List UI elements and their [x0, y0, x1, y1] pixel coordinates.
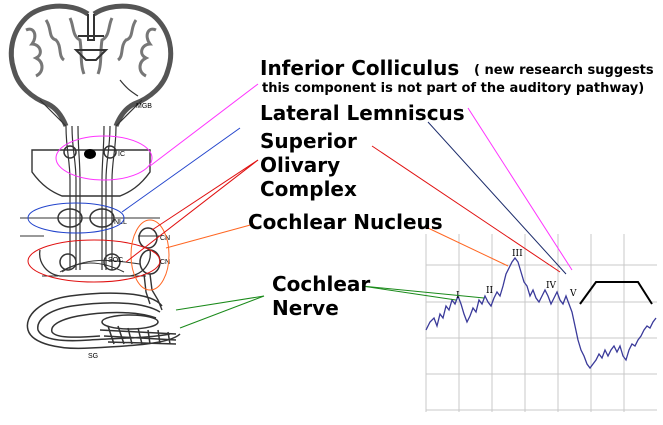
peak-i-label: I	[456, 291, 460, 301]
inferior-colliculus-label: Inferior Colliculus	[260, 56, 460, 80]
soc-label-line2: Olivary	[260, 153, 341, 177]
peak-iii-label: III	[512, 249, 523, 259]
medulla	[39, 249, 151, 277]
ic-note-line2: this component is not part of the audito…	[262, 81, 645, 96]
ll-connector-right	[427, 121, 567, 275]
ic-connector-right	[467, 107, 573, 271]
peak-v-label: V	[569, 289, 577, 299]
nerve-connector-right-b	[361, 285, 485, 299]
abr-waveform-trace	[425, 256, 657, 370]
brain-anatomy	[8, 3, 181, 350]
cn-connector-right	[427, 227, 509, 267]
cerebrum-outline	[8, 3, 174, 127]
cn-upper-label: CN	[160, 235, 170, 242]
cn-lower-label: CN	[160, 259, 170, 266]
peak-iv-label: IV	[546, 281, 557, 291]
abr-grid	[425, 234, 657, 412]
cochlear-nucleus-label: Cochlear Nucleus	[248, 210, 443, 234]
cn-connector-left	[165, 223, 255, 249]
ll-highlight-ellipse	[27, 202, 125, 234]
pons	[20, 208, 160, 237]
ic-highlight-ellipse	[55, 135, 153, 181]
cochlea-anatomy	[26, 292, 181, 350]
mgb-label: MGB	[136, 103, 152, 110]
soc-connector-right	[371, 145, 561, 273]
soc-label: SOC	[108, 257, 123, 264]
peak-ii-label: II	[486, 286, 494, 296]
soc-connector-left-b	[151, 159, 259, 231]
soc-highlight-ellipse	[27, 239, 161, 283]
ic-connector-left	[149, 83, 259, 167]
soc-label-line3: Complex	[260, 177, 357, 201]
cochlear-nerve-label-line1: Cochlear	[272, 272, 371, 296]
cochlear-nerve-label-line2: Nerve	[272, 296, 339, 320]
soc-connector-left-a	[125, 159, 259, 263]
ic-note-line1: ( new research suggests	[474, 63, 654, 78]
stimulus-bracket	[579, 281, 653, 305]
nerve-connector-left-a	[175, 295, 265, 311]
cn-highlight-ellipse	[130, 219, 170, 291]
midbrain-block	[31, 145, 151, 197]
soc-label-line1: Superior	[260, 129, 357, 153]
ll-connector-left	[121, 127, 241, 213]
ic-label: IC	[118, 151, 125, 158]
nerve-connector-right-a	[361, 285, 457, 301]
nerve-connector-left-b	[179, 295, 265, 329]
lateral-lemniscus-label: Lateral Lemniscus	[260, 101, 465, 125]
sg-label: SG	[88, 353, 98, 360]
nll-label: NLL	[114, 219, 127, 226]
